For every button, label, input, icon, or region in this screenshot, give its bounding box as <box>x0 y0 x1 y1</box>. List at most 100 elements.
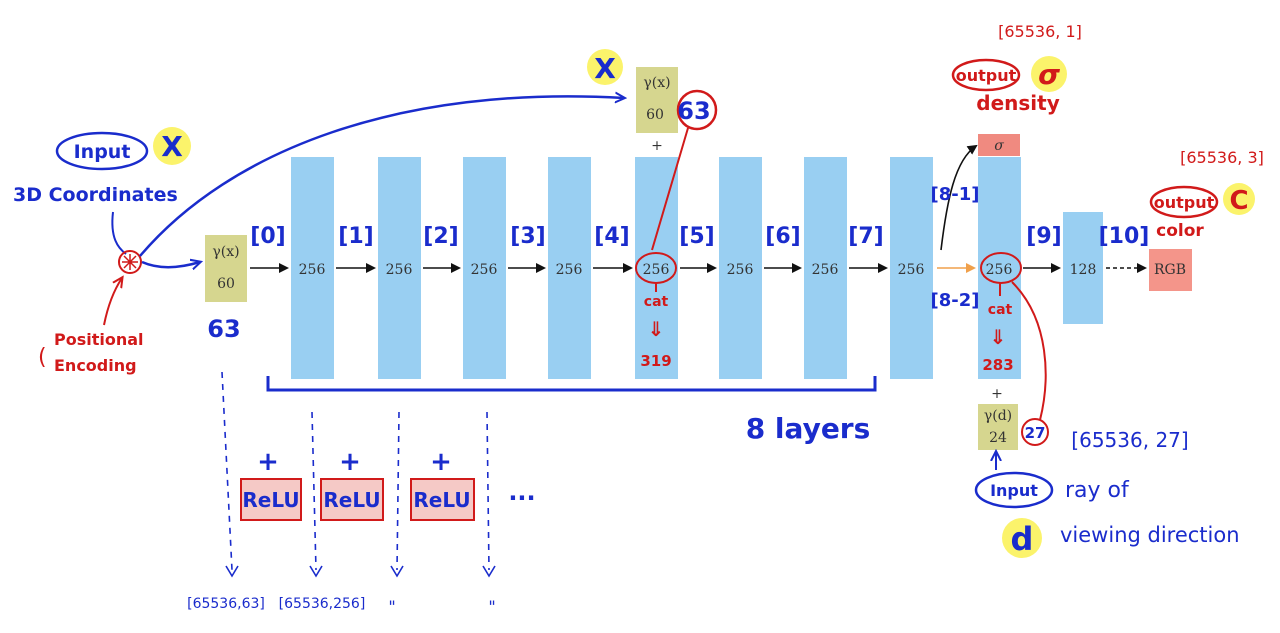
input-gamma-dim: 60 <box>217 276 235 292</box>
idx-0: [0] <box>250 224 285 249</box>
d-highlight <box>1002 518 1042 558</box>
dir-27-circle <box>1021 418 1049 446</box>
relu-box-2 <box>320 478 384 521</box>
sigma-highlight <box>1031 56 1067 92</box>
dir-gamma-plus: + <box>991 386 1003 402</box>
skip-gamma-box <box>636 67 678 133</box>
relu-3: ReLU <box>413 488 470 512</box>
layer-3-label: 256 <box>556 262 583 278</box>
layer-0 <box>291 157 334 379</box>
color-word: color <box>1156 221 1204 241</box>
input-gamma-symbol: γ(x) <box>212 244 239 260</box>
relu-box-3 <box>410 478 475 521</box>
dir-shape: [65536, 27] <box>1071 428 1188 452</box>
sigma-hw: σ <box>1038 58 1060 91</box>
layer-2-label: 256 <box>471 262 498 278</box>
idx-8-1: [8-1] <box>931 184 980 205</box>
skip-arc-arrow <box>139 96 624 257</box>
skip-x: X <box>594 52 616 85</box>
input-d-circle <box>974 471 1054 509</box>
ditto-2: " <box>488 597 495 616</box>
skip-63: 63 <box>677 97 710 125</box>
skip-gamma-symbol: γ(x) <box>643 75 670 91</box>
density-label: density <box>976 91 1059 115</box>
ditto-1: " <box>388 597 395 616</box>
dir-gamma-box <box>978 404 1018 450</box>
idx-10: [10] <box>1099 224 1150 249</box>
input-x-highlight <box>153 127 191 165</box>
shape-label-2: [65536,256] <box>279 596 366 612</box>
skip-63-link <box>651 127 689 251</box>
skip-x-highlight <box>587 49 623 85</box>
cat-319: 319 <box>640 352 671 370</box>
layer-3 <box>548 157 591 379</box>
pos-enc-node <box>118 250 142 274</box>
idx-2: [2] <box>423 224 458 249</box>
cat-8: cat <box>988 302 1013 318</box>
layer-6 <box>804 157 847 379</box>
input-gamma-box <box>205 235 247 302</box>
layer-6-label: 256 <box>812 262 839 278</box>
idx-9: [9] <box>1026 224 1061 249</box>
color-shape: [65536, 3] <box>1180 148 1264 167</box>
output-color-label: output <box>1154 193 1215 212</box>
relu-plus-2: + <box>339 447 361 477</box>
pos-enc-line1: Positional <box>54 330 144 349</box>
skip-63-circle <box>676 89 718 131</box>
ray-of-label: ray of <box>1065 478 1130 503</box>
layer-1 <box>378 157 421 379</box>
layer-1-label: 256 <box>386 262 413 278</box>
idx-6: [6] <box>765 224 800 249</box>
input-x: X <box>161 130 183 163</box>
input-circle <box>55 131 149 171</box>
density-shape: [65536, 1] <box>998 22 1082 41</box>
input-label: Input <box>74 141 131 163</box>
layer-4-label: 256 <box>643 262 670 278</box>
layer-128-label: 128 <box>1070 262 1097 278</box>
output-density-circle <box>951 58 1021 92</box>
coords-down-curve <box>111 211 127 255</box>
relu-plus-1: + <box>257 447 279 477</box>
dir-gamma-symbol: γ(d) <box>984 408 1012 424</box>
dashed-guides <box>221 371 490 571</box>
layer-0-label: 256 <box>299 262 326 278</box>
layer-5 <box>719 157 762 379</box>
cat-4: cat <box>644 294 669 310</box>
rgb-label: RGB <box>1154 262 1186 278</box>
pos-enc-node-star <box>122 254 138 270</box>
layer-8 <box>978 157 1021 379</box>
idx-8-2: [8-2] <box>931 290 980 311</box>
relu-ellipsis: ... <box>508 478 535 506</box>
dim-63-left: 63 <box>207 315 240 343</box>
idx-5: [5] <box>679 224 714 249</box>
idx-3: [3] <box>510 224 545 249</box>
rgb-box <box>1149 249 1192 291</box>
skip-gamma-dim: 60 <box>646 107 664 123</box>
sigma-box <box>978 134 1020 156</box>
node-to-gamma-arrow <box>141 262 200 267</box>
d-letter: d <box>1011 520 1034 558</box>
pos-enc-arrow <box>103 278 122 326</box>
layer-2 <box>463 157 506 379</box>
shape-label-1: [65536,63] <box>187 596 265 612</box>
layer-4 <box>635 157 678 379</box>
pos-enc-line2: Encoding <box>54 356 137 375</box>
layer-7 <box>890 157 933 379</box>
relu-plus-3: + <box>430 447 452 477</box>
relu-2: ReLU <box>323 488 380 512</box>
output-density-label: output <box>956 66 1017 85</box>
skip-gamma-plus: + <box>651 138 663 154</box>
idx-4: [4] <box>594 224 629 249</box>
idx-7: [7] <box>848 224 883 249</box>
input-d-label: Input <box>990 481 1038 500</box>
eight-layers-brace <box>266 376 877 392</box>
forward-arrows <box>250 144 1061 273</box>
cat-4-arrow: ⇓ <box>648 317 665 341</box>
paren: ( <box>38 345 47 370</box>
coords-label: 3D Coordinates <box>13 184 178 206</box>
cat-283: 283 <box>982 356 1013 374</box>
layer-7-label: 256 <box>898 262 925 278</box>
idx-1: [1] <box>338 224 373 249</box>
layer-128 <box>1063 212 1103 324</box>
layer-5-label: 256 <box>727 262 754 278</box>
